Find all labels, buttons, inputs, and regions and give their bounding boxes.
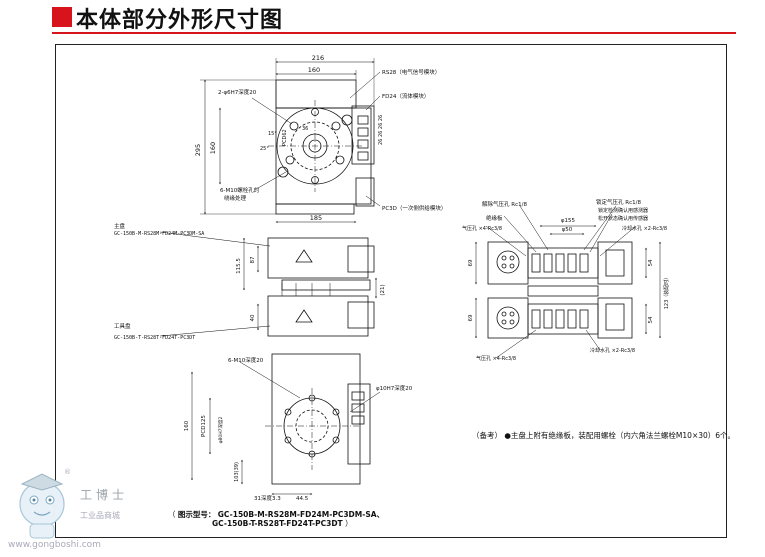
- watermark-name: 工博士: [80, 488, 129, 502]
- main-model-label: GC-150B-M-RS28M-FD24M-PC3DM-SA: [114, 231, 204, 237]
- main-module: [347, 245, 375, 273]
- dim-216: 216: [312, 54, 324, 62]
- dim-50: φ50: [562, 227, 573, 233]
- dim-69-lower: 69: [468, 314, 474, 321]
- dim-40: 40: [250, 314, 256, 321]
- dim-160: 160: [308, 66, 320, 74]
- air-release-label: 解除气压孔 Rc1/8: [482, 200, 527, 208]
- bottom-445-label: 44.5: [296, 496, 309, 502]
- bottom-pin-label: φ10H7深度20: [376, 384, 413, 392]
- front-view: [159, 231, 377, 337]
- pcd62-label: PCD62: [282, 129, 288, 146]
- side-view-labels: 解除气压孔 Rc1/8 锁定气压孔 Rc1/8 绝缘板 锁定检测确认用感测器 松…: [462, 198, 670, 362]
- pitch-label: 26 26 26 26: [378, 115, 384, 145]
- bottom-313-label: 31深度3.3: [254, 494, 281, 502]
- angle-25: 25°: [260, 146, 269, 152]
- coolant-port-label: 冷却水孔 ×2-Rc3/8: [622, 225, 667, 232]
- pc3d-label: PC3D（一次侧供给模块）: [382, 204, 446, 212]
- watermark-mascot-icon: [19, 473, 65, 539]
- model-close-paren: ）: [345, 519, 353, 528]
- drawing-frame: [55, 44, 727, 538]
- remark-note: （备考） ●主盘上附有绝缘板，装配用螺栓（内六角法兰螺栓M10×30）6个。: [472, 430, 735, 441]
- title-marker: [52, 7, 72, 27]
- side-view: [475, 205, 661, 359]
- tool-side-module: [347, 383, 371, 465]
- tool-model-label: GC-150B-T-RS28T-FD24T-PC3DT: [114, 335, 195, 341]
- fd24-label: FD24（流体模块）: [382, 92, 429, 100]
- tool-plate: [267, 295, 369, 337]
- side-right-module-upper: [597, 241, 633, 285]
- dim-21: (21): [380, 284, 386, 295]
- top-view: [200, 58, 381, 223]
- angle-15: 15°: [268, 131, 277, 137]
- watermark-url: www.gongboshi.com: [8, 540, 101, 550]
- side-body-lower: [527, 303, 599, 335]
- bottom-m10-label: 6-M10深度20: [228, 356, 264, 364]
- main-plate: [267, 237, 369, 279]
- rs28-module: [275, 79, 357, 109]
- tool-plate-label: 工具盘: [114, 322, 131, 330]
- dim-295: 295: [194, 144, 202, 156]
- dim-123: 123（装配时）: [663, 275, 670, 310]
- watermark-subtitle: 工业品商城: [80, 511, 120, 520]
- bottom-view: [191, 353, 381, 495]
- hole-label: 2-φ6H7深度20: [218, 88, 257, 96]
- page-title: 本体部分外形尺寸图: [76, 8, 284, 33]
- bottom-pcd-label: PCD125: [201, 415, 207, 437]
- model-line-2: GC-150B-T-RS28T-FD24T-PC3DT: [212, 519, 343, 528]
- top-view-labels: 216 160 295 160 185 RS28（电气信号模块） FD24（流体…: [194, 54, 446, 222]
- dim-185: 185: [310, 214, 322, 222]
- bottom-view-labels: 6-M10深度20 φ10H7深度20 PCD125 φ80H7深度2 160 …: [184, 356, 413, 502]
- bottom-h-label: 160: [184, 420, 190, 431]
- model-line-1: GC-150B-M-RS28M-FD24M-PC3DM-SA、: [217, 510, 385, 519]
- coolant-port-lower-label: 冷却水孔 ×2-Rc3/8: [590, 347, 635, 354]
- tool-body: [271, 353, 361, 485]
- side-left-module-upper: [487, 241, 529, 285]
- air-lock-label: 锁定气压孔 Rc1/8: [596, 198, 641, 206]
- title-underline: [52, 32, 736, 34]
- watermark-registered: ®: [64, 468, 71, 476]
- air-port-label: 气压孔 ×4-Rc3/8: [462, 225, 502, 232]
- pc3d-module: [355, 177, 375, 207]
- release-sensor-label: 松开状态确认用传感器: [598, 215, 648, 222]
- coupling-zone: [281, 279, 371, 291]
- side-body-upper: [527, 247, 599, 279]
- rs28-label: RS28（电气信号模块）: [382, 68, 440, 76]
- model-open-paren: （: [168, 510, 176, 519]
- bottom-103-label: 103(39): [234, 462, 240, 482]
- bottom-pin2-label: φ80H7深度2: [217, 416, 224, 443]
- main-plate-label: 主盘: [114, 222, 126, 230]
- hex-label: 36: [302, 126, 308, 132]
- air-port-lower-label: 气压孔 ×4-Rc3/8: [476, 355, 516, 362]
- confirm-sensor-label: 锁定检测确认用感测器: [598, 207, 648, 214]
- dim-115: 115.5: [236, 258, 242, 274]
- front-view-labels: 主盘 GC-150B-M-RS28M-FD24M-PC3DM-SA 工具盘 GC…: [114, 222, 386, 341]
- dim-155: φ155: [561, 218, 576, 224]
- dim-54-lower: 54: [648, 316, 654, 323]
- fd24-module: [351, 105, 375, 165]
- dim-69-upper: 69: [468, 259, 474, 266]
- dim-54-upper: 54: [648, 259, 654, 266]
- dim-87: 87: [250, 256, 256, 263]
- model-caption: （ 图示型号： GC-150B-M-RS28M-FD24M-PC3DM-SA、 …: [168, 510, 384, 528]
- remark-text: ●主盘上附有绝缘板，装配用螺栓（内六角法兰螺栓M10×30）6个。: [504, 431, 736, 440]
- side-right-module-lower: [597, 297, 633, 339]
- warning-icon: [295, 249, 313, 263]
- dim-160-v: 160: [209, 142, 217, 154]
- model-label: 图示型号：: [177, 510, 216, 519]
- insulation-label: 绝缘板: [486, 214, 503, 222]
- m10-label-b: 绕缘处理: [224, 194, 247, 202]
- m10-label: 6-M10螺栓孔的: [220, 186, 260, 194]
- side-left-module-lower: [487, 297, 529, 339]
- title-bar: 本体部分外形尺寸图: [0, 0, 765, 34]
- top-base: [275, 203, 355, 215]
- remark-prefix: （备考）: [472, 431, 502, 440]
- side-coupling: [527, 285, 599, 297]
- tool-module: [347, 301, 375, 329]
